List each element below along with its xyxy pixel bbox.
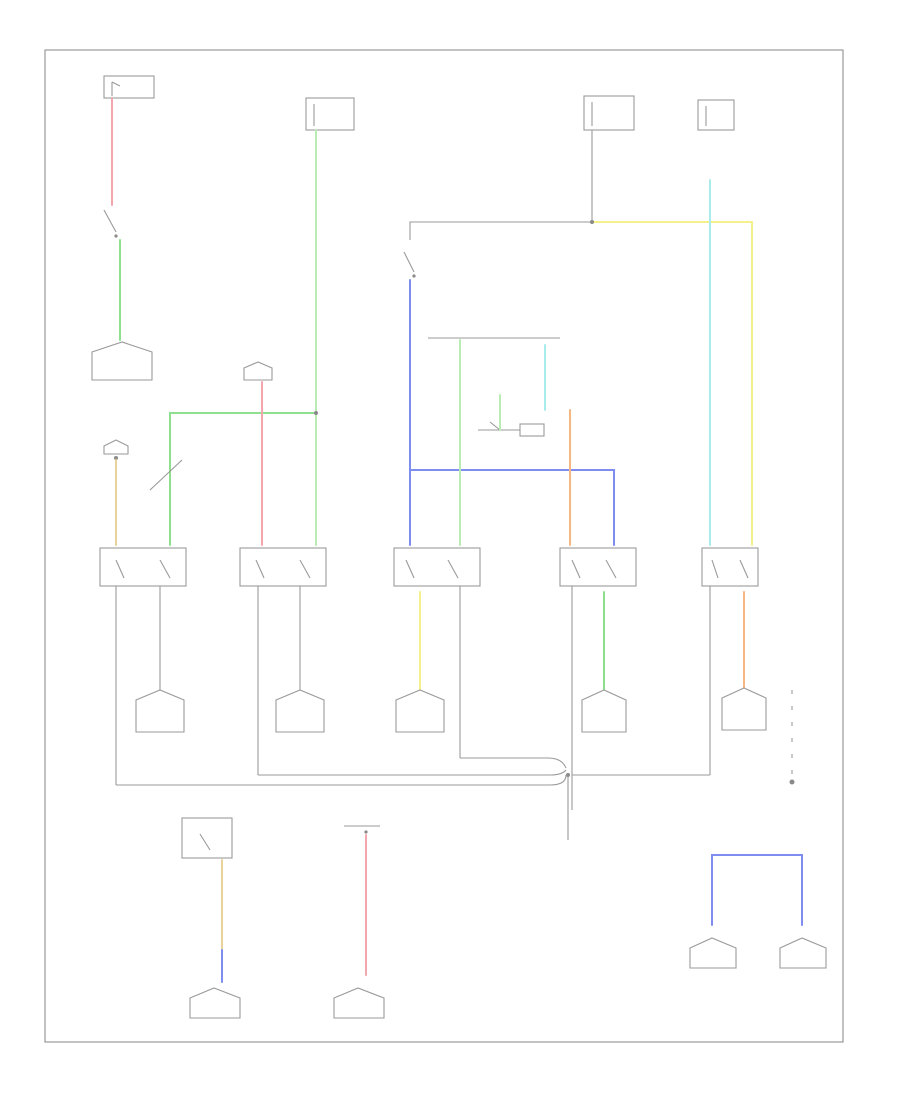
fuse-box-left: [103, 75, 155, 99]
load-2: [275, 689, 325, 733]
splice-green: [314, 411, 318, 415]
connector-upper-left: [243, 361, 273, 381]
ground-bus: [116, 774, 567, 786]
switch-left-top: [103, 209, 118, 238]
wire-blue-crossover: [409, 469, 615, 546]
diagram-frame: [44, 49, 844, 1043]
load-1: [135, 689, 185, 733]
load-bottom-right-a: [689, 937, 737, 969]
wire-bus-top: [409, 130, 593, 240]
wire-blue-bottom-right: [711, 854, 803, 926]
leader-line: [149, 459, 183, 491]
connector-tan-left: [103, 439, 129, 460]
splice-bus: [590, 220, 594, 224]
switch-4: [559, 547, 637, 587]
component-left-top: [91, 341, 153, 381]
ground-bus-2: [258, 769, 567, 776]
fuse-box-center-left: [305, 97, 355, 131]
switch-5: [701, 547, 759, 587]
relay-center: [478, 421, 545, 437]
switch-bus-left: [403, 251, 416, 278]
load-bottom-right-b: [779, 937, 827, 969]
load-5: [721, 687, 767, 731]
wire-green-crossover: [169, 412, 317, 546]
ground-dot-right: [789, 779, 795, 785]
ground-bus-3: [460, 757, 567, 769]
load-bottom-left: [189, 987, 241, 1019]
load-4: [581, 689, 627, 733]
load-3: [395, 689, 445, 733]
load-bottom-center: [333, 987, 385, 1019]
switch-2: [239, 547, 327, 587]
fuse-box-center-right: [583, 95, 635, 131]
fuse-box-bottom-left: [181, 817, 233, 859]
switch-1: [99, 547, 187, 587]
fuse-box-right: [697, 99, 735, 131]
switch-3: [393, 547, 481, 587]
fuse-bottom-center: [344, 825, 380, 834]
